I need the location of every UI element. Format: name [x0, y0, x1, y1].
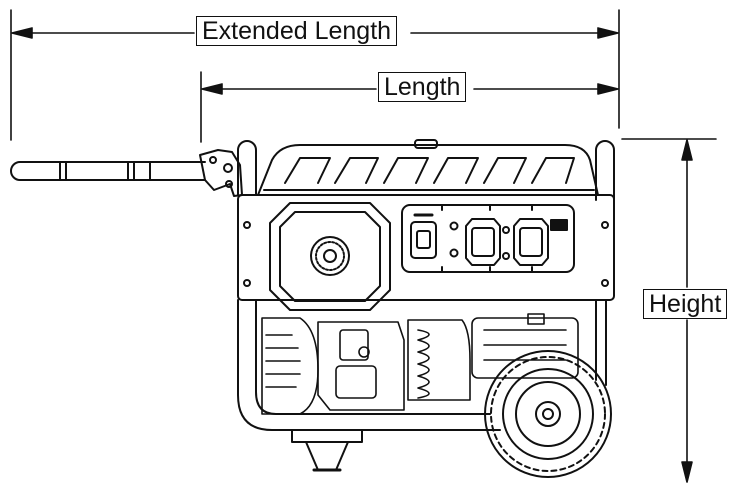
handle-pin-2 — [223, 163, 233, 173]
support-foot — [291, 429, 363, 472]
outlet-duplex-1-screw — [502, 226, 510, 234]
tire-tread-icon — [490, 356, 606, 472]
muffler-guard — [407, 319, 471, 401]
wheel-rim-icon — [515, 381, 581, 447]
panel-switch — [550, 219, 568, 231]
frame-right-tube — [595, 140, 615, 201]
alternator-housing — [471, 317, 579, 379]
height-label: Height — [643, 289, 728, 319]
handle-bracket — [199, 149, 243, 197]
fuel-tank-top — [257, 139, 599, 196]
height-arrow-bottom — [681, 461, 693, 483]
fuel-cap-center-icon — [323, 249, 337, 263]
engine — [261, 313, 579, 415]
tank-cap-top — [414, 139, 438, 149]
handle-pin-3 — [225, 180, 233, 188]
panel-breaker-2 — [449, 248, 459, 258]
frame-left-tube — [237, 140, 257, 196]
body-bolt-left-bottom — [243, 279, 251, 287]
fuel-tank-side — [269, 202, 391, 311]
outlet-duplex-2-face — [519, 227, 543, 257]
extended-length-dimension — [10, 9, 620, 141]
engine-choke-icon — [358, 346, 370, 358]
tank-ridge-4 — [433, 157, 479, 184]
extended-length-label: Extended Length — [196, 16, 398, 46]
length-arrow-left — [201, 83, 223, 95]
control-panel — [401, 204, 575, 273]
tank-ridge-1 — [284, 157, 331, 184]
length-arrow-right — [597, 83, 619, 95]
outlet-duplex-1-face — [471, 227, 495, 257]
body-outline — [237, 194, 615, 301]
handle — [10, 149, 243, 197]
length-dimension — [200, 71, 619, 143]
engine-block — [317, 321, 405, 411]
outlet-single-slot — [416, 230, 431, 249]
outlet-duplex-1-screw-2 — [502, 252, 510, 260]
height-arrow-top — [681, 139, 693, 161]
extended-length-arrow-right — [597, 27, 619, 39]
handle-pin-1 — [209, 156, 217, 164]
body-bolt-left-top — [243, 221, 251, 229]
tank-ridge-5 — [483, 157, 527, 184]
engine-carburetor — [339, 329, 369, 361]
recoil-housing — [261, 317, 319, 415]
fuel-cap-outer-icon — [310, 236, 350, 276]
frame — [237, 140, 615, 431]
height-dimension — [621, 138, 717, 483]
tank-ridge-2 — [334, 157, 379, 184]
control-panel-outline — [401, 204, 575, 273]
extended-length-arrow-left — [11, 27, 33, 39]
main-body — [237, 194, 615, 301]
tire-sidewall-icon — [502, 368, 594, 460]
tire-icon — [484, 350, 612, 478]
wheel — [484, 350, 612, 478]
outlet-duplex-2 — [513, 218, 549, 266]
wheel-hub-icon — [535, 401, 561, 427]
body-bolt-right-bottom — [601, 279, 609, 287]
frame-lower-left — [237, 299, 301, 431]
alternator-connector — [527, 313, 545, 325]
generator — [10, 139, 615, 478]
tank-ridge-3 — [383, 157, 429, 184]
handle-bar — [10, 161, 206, 181]
tank-side-inner — [279, 211, 381, 302]
wheel-axle-icon — [542, 408, 554, 420]
panel-breaker-1 — [449, 221, 459, 231]
outlet-single — [410, 221, 437, 259]
outlet-duplex-1 — [465, 218, 501, 266]
body-bolt-right-top — [601, 221, 609, 229]
tank-ridge-6 — [531, 157, 575, 184]
tank-side-outer — [269, 202, 391, 311]
tank-outline — [257, 144, 599, 196]
fuel-cap-ridge-icon — [315, 241, 345, 271]
foot-bracket — [291, 429, 363, 443]
muffler-coil — [417, 329, 430, 399]
length-label: Length — [378, 72, 467, 102]
engine-filter — [335, 365, 377, 399]
foot-leg — [305, 441, 349, 471]
